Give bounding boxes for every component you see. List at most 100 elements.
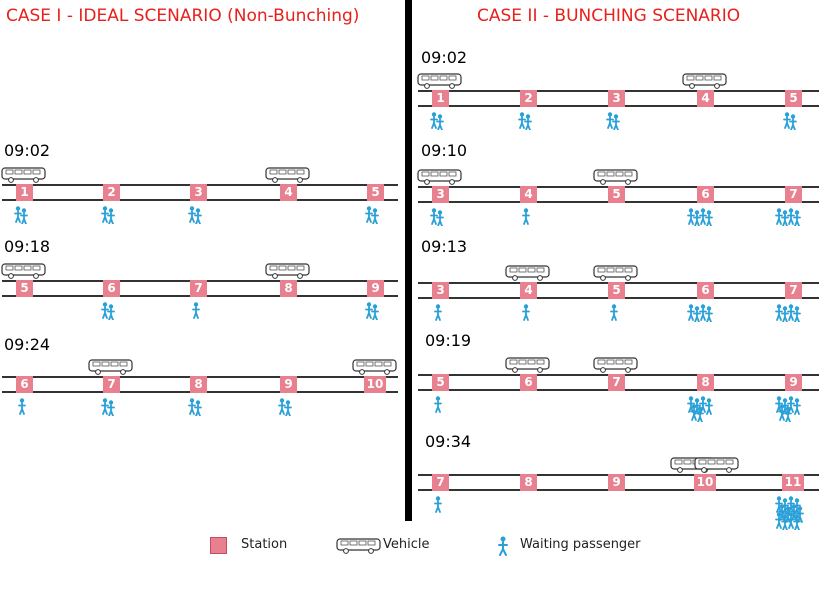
person-icon [775, 496, 804, 530]
station: 9 [785, 374, 802, 391]
station: 3 [608, 90, 625, 107]
legend-bus-icon [336, 538, 381, 554]
time-label: 09:34 [425, 432, 472, 451]
station: 4 [520, 282, 537, 299]
person-icon [101, 302, 115, 320]
person-icon [610, 304, 618, 321]
station: 7 [608, 374, 625, 391]
bus-icon [505, 357, 550, 373]
bus-icon [88, 359, 133, 375]
case1-title: CASE I - IDEAL SCENARIO (Non-Bunching) [6, 6, 360, 26]
bus-icon [593, 169, 638, 185]
station: 9 [608, 474, 625, 491]
station: 1 [432, 90, 449, 107]
station: 8 [697, 374, 714, 391]
person-icon [518, 112, 532, 130]
station: 5 [608, 186, 625, 203]
bus-icon [694, 457, 739, 473]
station: 7 [432, 474, 449, 491]
person-icon [101, 206, 115, 224]
person-icon [18, 398, 26, 415]
station: 3 [432, 282, 449, 299]
person-icon [606, 112, 620, 130]
station: 3 [432, 186, 449, 203]
person-icon [434, 496, 442, 513]
station: 8 [280, 280, 297, 297]
station: 8 [190, 376, 207, 393]
station: 6 [697, 186, 714, 203]
person-icon [192, 302, 200, 319]
person-icon [434, 304, 442, 321]
time-label: 09:24 [4, 335, 51, 354]
bus-icon [417, 73, 462, 89]
person-icon [101, 398, 115, 416]
station: 7 [785, 186, 802, 203]
person-icon [430, 112, 444, 130]
person-icon [188, 398, 202, 416]
station: 6 [520, 374, 537, 391]
bus-icon [265, 167, 310, 183]
station: 5 [367, 184, 384, 201]
station: 4 [280, 184, 297, 201]
person-icon [278, 398, 292, 416]
station: 6 [697, 282, 714, 299]
bus-icon [417, 169, 462, 185]
bus-icon [593, 265, 638, 281]
person-icon [687, 304, 713, 322]
station: 6 [16, 376, 33, 393]
time-label: 09:18 [4, 237, 51, 256]
bus-icon [505, 265, 550, 281]
station: 5 [16, 280, 33, 297]
bus-icon [265, 263, 310, 279]
station: 7 [103, 376, 120, 393]
station: 8 [520, 474, 537, 491]
station: 4 [520, 186, 537, 203]
legend: Station Vehicle Waiting passenger [0, 536, 825, 556]
station: 1 [16, 184, 33, 201]
person-icon [434, 396, 442, 413]
person-icon [365, 206, 379, 224]
station: 2 [520, 90, 537, 107]
bus-icon [352, 359, 397, 375]
time-label: 09:13 [421, 237, 468, 256]
station: 9 [367, 280, 384, 297]
station: 10 [364, 376, 386, 393]
station: 3 [190, 184, 207, 201]
person-icon [365, 302, 379, 320]
legend-vehicle-label: Vehicle [383, 537, 430, 552]
legend-station-swatch [210, 537, 227, 554]
time-label: 09:02 [421, 48, 468, 67]
station: 11 [782, 474, 804, 491]
person-icon [775, 304, 801, 322]
bus-icon [1, 167, 46, 183]
station: 5 [785, 90, 802, 107]
person-icon [687, 208, 713, 226]
person-icon [775, 396, 801, 422]
person-icon [687, 396, 713, 422]
bus-icon [1, 263, 46, 279]
case2-title: CASE II - BUNCHING SCENARIO [477, 6, 741, 26]
person-icon [522, 208, 530, 225]
person-icon [14, 206, 28, 224]
time-label: 09:19 [425, 331, 472, 350]
station: 7 [190, 280, 207, 297]
station: 6 [103, 280, 120, 297]
person-icon [783, 112, 797, 130]
station: 5 [432, 374, 449, 391]
legend-station-label: Station [241, 537, 288, 552]
station: 2 [103, 184, 120, 201]
station: 5 [608, 282, 625, 299]
person-icon [430, 208, 444, 226]
person-icon [522, 304, 530, 321]
time-label: 09:02 [4, 141, 51, 160]
case-divider [405, 0, 412, 521]
station: 10 [694, 474, 716, 491]
person-icon [775, 208, 801, 226]
legend-person-icon [498, 536, 508, 556]
station: 9 [280, 376, 297, 393]
station: 7 [785, 282, 802, 299]
time-label: 09:10 [421, 141, 468, 160]
person-icon [188, 206, 202, 224]
station: 4 [697, 90, 714, 107]
bus-icon [593, 357, 638, 373]
